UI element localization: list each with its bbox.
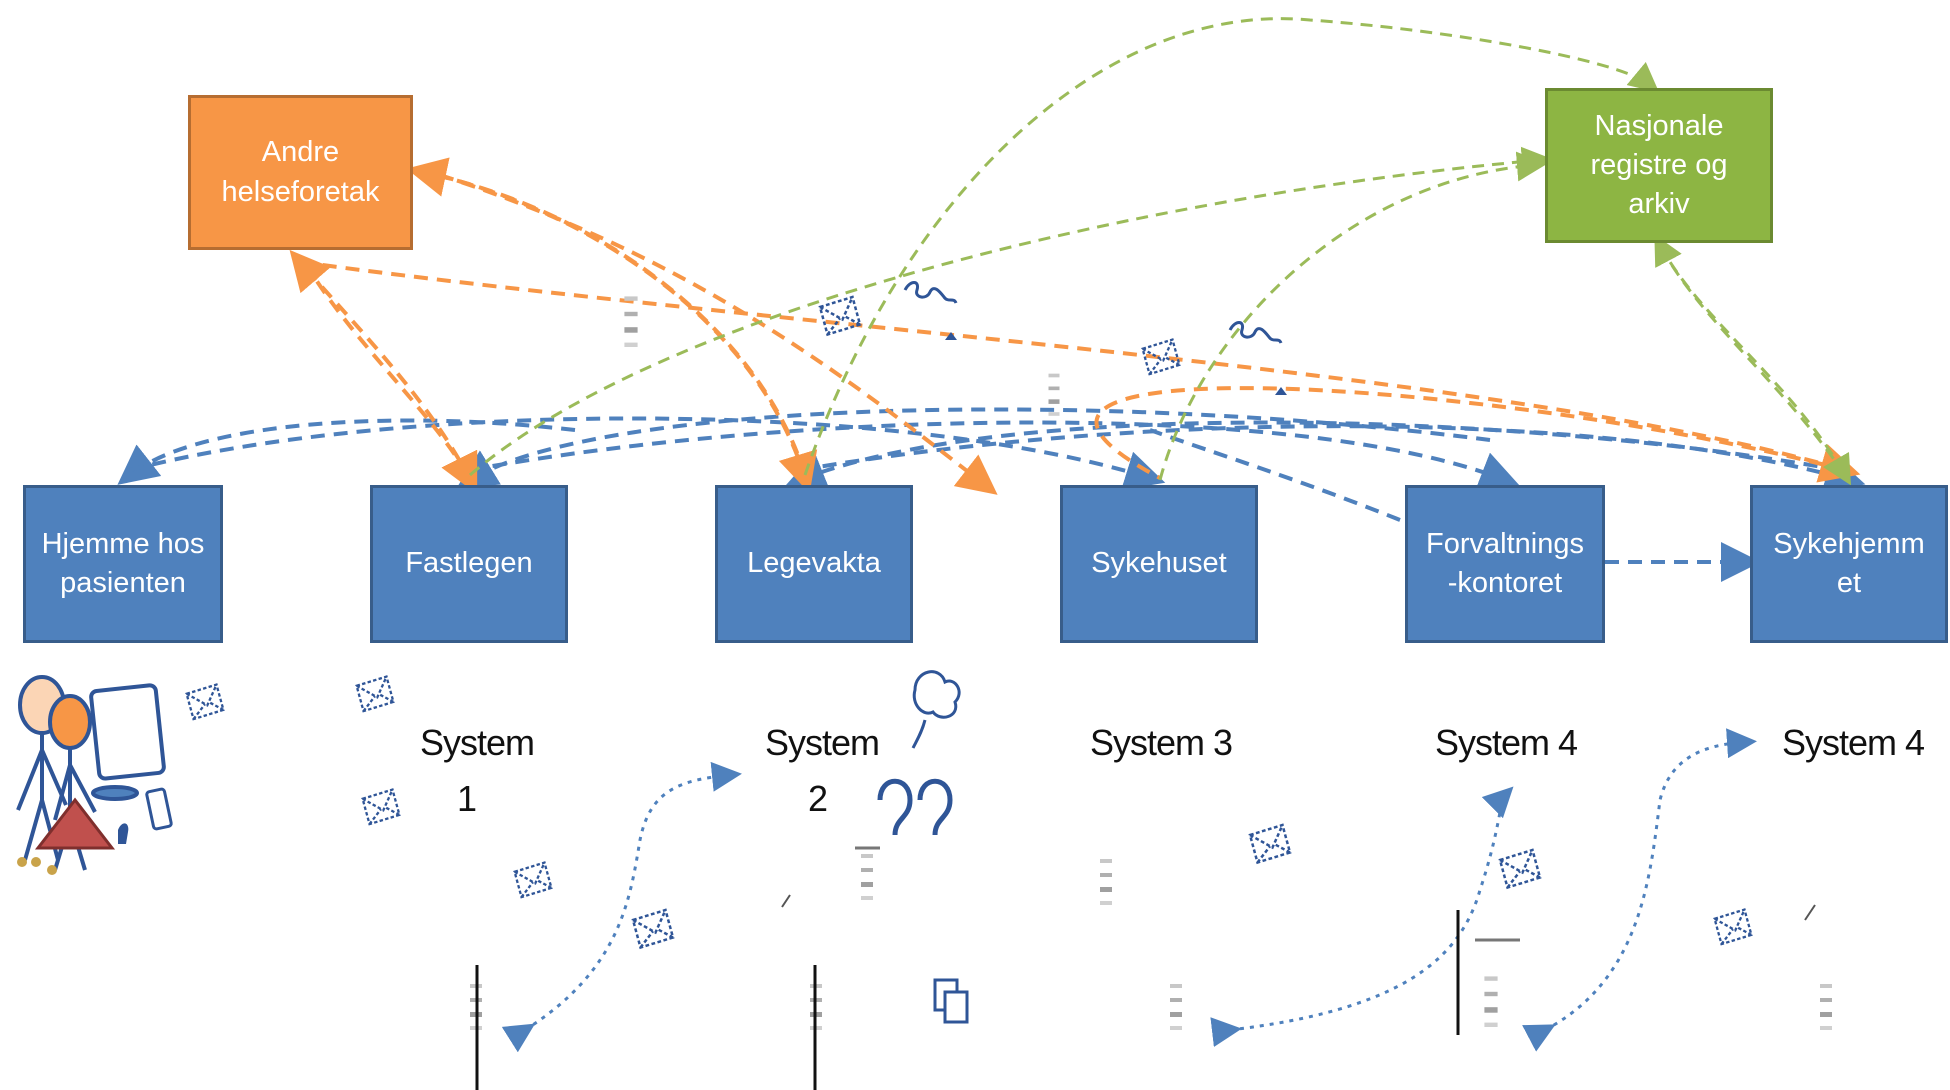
envelope-icon xyxy=(1248,823,1292,864)
node-forvaltning: Forvaltnings -kontoret xyxy=(1405,485,1605,643)
pencil-icon xyxy=(903,281,1283,344)
document-icon xyxy=(1170,984,1182,1030)
system-label: System 3 xyxy=(1090,722,1233,763)
arrow-green xyxy=(1658,244,1852,486)
envelope-icon xyxy=(355,675,395,713)
envelope-icon xyxy=(361,788,401,826)
node-nasjonale-registre: Nasjonale registre og arkiv xyxy=(1545,88,1773,243)
node-sykehjemmet: Sykehjemm et xyxy=(1750,485,1948,643)
document-icon xyxy=(943,990,969,1024)
arrow-blue xyxy=(456,407,1491,489)
arrow-blue xyxy=(1149,428,1401,522)
arrow-green xyxy=(1158,151,1547,481)
document-icon xyxy=(624,296,638,347)
node-andre-helseforetak: Andre helseforetak xyxy=(188,95,413,250)
arrow-orange xyxy=(289,249,472,481)
envelope-icon xyxy=(1498,848,1542,889)
arrow-dotted xyxy=(1522,728,1757,1052)
system-label: System 4 xyxy=(1435,722,1578,763)
thought-bubble-icon xyxy=(911,670,961,749)
arrow-blue xyxy=(469,420,1520,490)
document-icon xyxy=(1100,859,1112,905)
node-sykehuset: Sykehuset xyxy=(1060,485,1258,643)
system-label: System xyxy=(420,722,535,763)
arrow-orange xyxy=(414,168,818,494)
node-legevakta: Legevakta xyxy=(715,485,913,643)
arrow-blue xyxy=(117,418,576,485)
system-label: System 4 xyxy=(1782,722,1925,763)
system-number: 1 xyxy=(457,778,477,819)
envelope-icon xyxy=(185,683,225,721)
envelope-icon xyxy=(1713,908,1753,946)
document-icon xyxy=(861,854,873,900)
pencil-icon xyxy=(781,894,1816,921)
arrow-orange xyxy=(299,260,1861,483)
node-fastlegen: Fastlegen xyxy=(370,485,568,643)
system-label: System xyxy=(765,722,880,763)
arrow-green xyxy=(803,17,1660,476)
node-hjemme: Hjemme hos pasienten xyxy=(23,485,223,643)
person-icon xyxy=(34,797,116,850)
envelope-icon xyxy=(513,861,553,899)
system-number: 2 xyxy=(808,778,828,819)
person-icon xyxy=(16,675,97,871)
hand-icon xyxy=(118,823,129,844)
arrow-green xyxy=(469,146,1552,477)
arrow-blue xyxy=(799,424,1866,493)
document-icon xyxy=(1820,984,1832,1030)
computer-icon xyxy=(89,683,166,801)
arrow-green xyxy=(1654,234,1847,476)
arrow-blue xyxy=(129,416,1166,490)
arrow-dotted xyxy=(501,761,742,1053)
arrow-orange xyxy=(1094,386,1846,480)
arrow-dotted xyxy=(1210,786,1514,1048)
document-icon xyxy=(1484,976,1498,1027)
envelope-icon xyxy=(818,295,862,336)
envelope-icon xyxy=(631,908,675,949)
ear-icon xyxy=(877,778,953,836)
arrow-orange xyxy=(406,157,807,476)
phone-icon xyxy=(145,787,173,831)
arrow-blue xyxy=(785,420,1841,490)
